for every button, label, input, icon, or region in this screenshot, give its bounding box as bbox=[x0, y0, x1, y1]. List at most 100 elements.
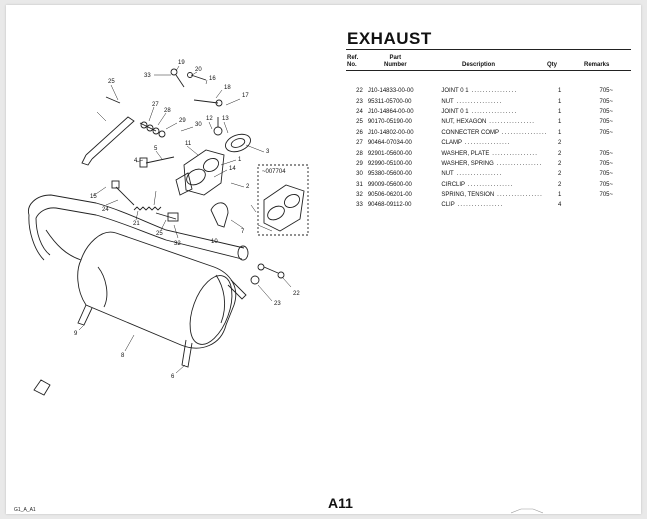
description-cell: WASHER, PLATE ................ bbox=[441, 150, 539, 157]
description-cell: CLAMP ................ bbox=[441, 140, 511, 147]
qty-cell: 2 bbox=[557, 140, 562, 147]
description-cell: CONNECTER COMP ................ bbox=[441, 129, 548, 136]
remarks-cell: 705~ bbox=[599, 98, 613, 105]
part-number-cell: 92990-05100-00 bbox=[367, 160, 412, 167]
remarks-cell bbox=[571, 200, 631, 210]
callout-label: 25 bbox=[108, 79, 115, 85]
callout-label: 10 bbox=[211, 239, 218, 245]
qty-cell: 2 bbox=[557, 181, 562, 188]
part-number-cell: J10-14864-00-00 bbox=[367, 108, 414, 115]
header-rule bbox=[346, 70, 631, 71]
description-cell: CIRCLIP ................ bbox=[441, 181, 514, 188]
footer-code: G1_A_A1 bbox=[14, 507, 36, 513]
callout-label: 13 bbox=[222, 116, 229, 122]
qty-cell: 2 bbox=[557, 160, 562, 167]
callout-label: 25 bbox=[156, 231, 163, 237]
qty-cell: 1 bbox=[557, 119, 562, 126]
callout-label: 30 bbox=[195, 122, 202, 128]
qty-cell: 1 bbox=[557, 108, 562, 115]
qty-cell: 1 bbox=[557, 129, 562, 136]
ref-cell: 28 bbox=[356, 150, 363, 157]
ref-no-header: Ref.No. bbox=[347, 55, 359, 68]
qty-header: Qty bbox=[547, 62, 558, 68]
part-number-cell: 90464-07034-00 bbox=[367, 140, 412, 147]
qty-cell: 2 bbox=[557, 150, 562, 157]
callout-label: 29 bbox=[179, 118, 186, 124]
table-row: 25 90170-05190-00 NUT, HEXAGON ...........… bbox=[346, 117, 631, 127]
qty-cell: 1 bbox=[557, 192, 562, 199]
callout-label: 7 bbox=[241, 229, 245, 235]
callout-label: 1 bbox=[238, 157, 242, 163]
callout-label: 33 bbox=[144, 73, 151, 79]
ref-cell: 29 bbox=[356, 160, 363, 167]
callout-label: 14 bbox=[229, 166, 236, 172]
qty-cell: 1 bbox=[557, 88, 562, 95]
remarks-cell: 705~ bbox=[599, 160, 613, 167]
remarks-cell: 705~ bbox=[599, 192, 613, 199]
callout-label: 20 bbox=[195, 67, 202, 73]
part-number-cell: 90170-05190-00 bbox=[367, 119, 412, 126]
callout-label: 3 bbox=[266, 149, 270, 155]
ref-cell: 32 bbox=[356, 192, 363, 199]
description-header: Description bbox=[462, 62, 496, 68]
table-row: 26 J10-14802-00-00 CONNECTER COMP ........… bbox=[346, 128, 631, 138]
remarks-cell: 705~ bbox=[599, 88, 613, 95]
callout-label: 21 bbox=[133, 221, 140, 227]
callout-label: 16 bbox=[209, 76, 216, 82]
part-number-cell: J10-14833-00-00 bbox=[367, 88, 414, 95]
callout-label: 5 bbox=[154, 146, 158, 152]
table-row: 32 90506-06201-00 SPRING, TENSION ........… bbox=[346, 190, 631, 200]
ref-cell: 26 bbox=[356, 129, 363, 136]
table-row: 30 95380-05600-00 NUT ................ 2 705… bbox=[346, 169, 631, 179]
remarks-cell: 705~ bbox=[599, 181, 613, 188]
description-cell: SPRING, TENSION ................ bbox=[441, 192, 544, 199]
part-number-cell: 90506-06201-00 bbox=[367, 192, 412, 199]
ref-cell: 33 bbox=[356, 202, 363, 209]
callout-label: 27 bbox=[152, 102, 159, 108]
qty-cell: 1 bbox=[557, 98, 562, 105]
callout-label: 24 bbox=[102, 207, 109, 213]
remarks-cell bbox=[571, 138, 631, 148]
ref-cell: 23 bbox=[356, 98, 363, 105]
callout-label: 28 bbox=[164, 108, 171, 114]
part-number-cell: 92901-05600-00 bbox=[367, 150, 412, 157]
qty-cell: 2 bbox=[557, 171, 562, 178]
callout-label: 2 bbox=[246, 184, 250, 190]
ref-cell: 24 bbox=[356, 108, 363, 115]
ref-cell: 25 bbox=[356, 119, 363, 126]
callout-label: 23 bbox=[274, 301, 281, 307]
ref-cell: 27 bbox=[356, 140, 363, 147]
remarks-cell: 705~ bbox=[599, 129, 613, 136]
part-number-cell: 99009-05600-00 bbox=[367, 181, 412, 188]
part-number-cell: 95380-05600-00 bbox=[367, 171, 412, 178]
remarks-header: Remarks bbox=[584, 62, 610, 68]
callout-label: 11 bbox=[185, 141, 192, 147]
description-cell: NUT, HEXAGON ................ bbox=[441, 119, 536, 126]
table-row: 27 90464-07034-00 CLAMP ................ 2 bbox=[346, 138, 631, 148]
qty-cell: 4 bbox=[557, 202, 562, 209]
remarks-cell: 705~ bbox=[599, 119, 613, 126]
remarks-cell: 705~ bbox=[599, 108, 613, 115]
ref-cell: 31 bbox=[356, 181, 363, 188]
part-number-cell: J10-14802-00-00 bbox=[367, 129, 414, 136]
callout-label: 19 bbox=[178, 60, 185, 66]
ref-cell: 30 bbox=[356, 171, 363, 178]
callout-label: 4 bbox=[134, 158, 138, 164]
callout-label: 18 bbox=[224, 85, 231, 91]
callout-label: 32 bbox=[174, 241, 181, 247]
description-cell: NUT ................ bbox=[441, 171, 503, 178]
callout-label: 15 bbox=[90, 194, 97, 200]
callout-label: 8 bbox=[121, 353, 125, 359]
table-row: 28 92901-05600-00 WASHER, PLATE ..........… bbox=[346, 148, 631, 158]
remarks-cell: 705~ bbox=[599, 171, 613, 178]
table-row: 31 99009-05600-00 CIRCLIP ................… bbox=[346, 180, 631, 190]
callout-label: 17 bbox=[242, 93, 249, 99]
page-corner-mark bbox=[511, 508, 543, 514]
